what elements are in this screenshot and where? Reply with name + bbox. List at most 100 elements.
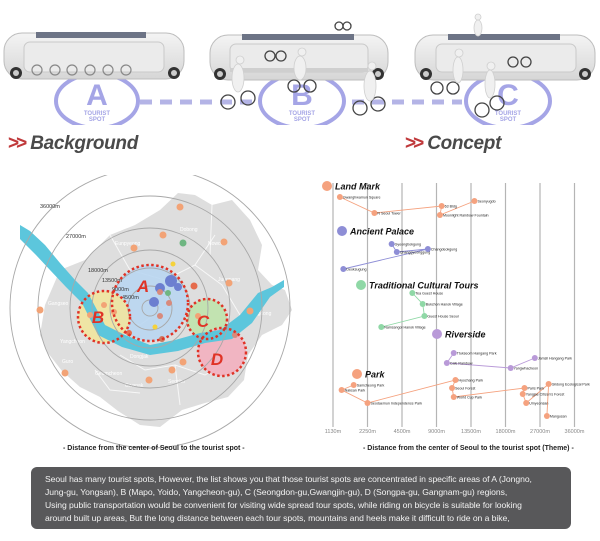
- category-title: Ancient Palace: [349, 227, 414, 237]
- zone-borders: [76, 263, 248, 378]
- data-point-label: N Seoul Tower: [377, 212, 401, 216]
- data-point: [336, 194, 343, 200]
- data-point-label: Gyeongbokgung: [395, 243, 421, 247]
- map-caption: - Distance from the center of Seoul to t…: [63, 445, 245, 452]
- data-point-label: Changdeokgung: [431, 248, 457, 252]
- x-tick-label: 2250m: [359, 429, 376, 435]
- data-point: [471, 198, 478, 204]
- data-point: [449, 385, 456, 391]
- x-tick-label: 13500m: [461, 429, 481, 435]
- data-point-label: Changgyeonggung: [400, 251, 430, 255]
- section-title-concept: >>Concept: [405, 133, 501, 155]
- category-marker: [432, 329, 442, 339]
- data-point: [350, 382, 357, 388]
- description-line: Using public transportation would be con…: [45, 500, 522, 510]
- section-title-text: Concept: [427, 133, 502, 154]
- data-point: [452, 377, 459, 383]
- tourist-spot-c: C TOURIST SPOT: [464, 72, 552, 125]
- description-line: Seoul has many tourist spots, However, t…: [45, 474, 532, 484]
- data-point: [388, 241, 395, 247]
- category-title: Riverside: [445, 330, 486, 340]
- hero-illustration: A TOURIST SPOT B TOURIST SPOT C TOURIST …: [3, 13, 596, 125]
- data-point-label: 63 Bldg: [445, 205, 457, 209]
- data-point-label: Seodaemun Independence Park: [371, 402, 423, 406]
- data-point-label: Seonyugdo: [477, 200, 495, 204]
- x-tick-label: 1130m: [325, 429, 342, 435]
- seoul-distance-map: DobongNowonEunpyeongJungnangGangseoYangc…: [9, 175, 292, 449]
- district-label: Eunpyeong: [115, 241, 141, 247]
- ring-label: 18000m: [88, 268, 108, 274]
- district-label: Gangseo: [48, 301, 69, 307]
- data-point: [393, 249, 400, 255]
- district-label: Dongjak: [130, 354, 149, 360]
- ring-label: 13500m: [102, 278, 122, 284]
- district-label: Yangcheon: [60, 339, 85, 345]
- cyclists: [220, 21, 532, 118]
- data-point-label: Tea Guest House: [415, 292, 443, 296]
- data-point-label: Umyeonsan: [529, 402, 548, 406]
- data-point: [364, 400, 371, 406]
- series-line: [381, 292, 425, 328]
- series-line: [446, 352, 535, 369]
- data-point-label: Namsangol Hanok Village: [384, 326, 425, 330]
- data-point: [371, 210, 378, 216]
- district-label: Nowon: [208, 241, 224, 247]
- data-point-label: Naksan Park: [345, 389, 366, 393]
- data-point-label: Gwanghwamun Square: [343, 196, 381, 200]
- tourist-spot-a: A TOURIST SPOT: [54, 72, 140, 125]
- han-river: [20, 225, 284, 355]
- chevron-icon: >>: [8, 133, 27, 154]
- category-marker: [356, 280, 366, 290]
- data-point-label: Yangwhacheon: [514, 367, 539, 371]
- district-label: Gwanak: [125, 383, 144, 389]
- category-marker: [337, 226, 347, 236]
- district-label: Geumcheon: [95, 371, 122, 377]
- tourist-dots: [36, 203, 254, 384]
- x-tick-label: 9000m: [428, 429, 445, 435]
- data-point: [340, 266, 347, 272]
- data-point-label: Hyochang Park: [458, 379, 483, 383]
- section-title-text: Background: [30, 133, 139, 154]
- data-point-label: Bukchon Hanok Village: [426, 303, 463, 307]
- x-tick-label: 36000m: [565, 429, 585, 435]
- data-point-label: Cafe Rainbow: [450, 362, 473, 366]
- ring-label: 36000m: [40, 204, 60, 210]
- bus-1: [3, 32, 185, 80]
- category-title: Park: [365, 370, 386, 380]
- data-point-label: Seoul Forest: [455, 387, 475, 391]
- series-ancient-palace: Ancient PalaceGyeongbokgungChanggyeonggu…: [337, 226, 457, 272]
- district-label: Gangdong: [248, 311, 272, 317]
- data-point-label: World Cup Park: [457, 396, 483, 400]
- spot-letter: B: [291, 79, 313, 112]
- chevron-icon: >>: [405, 133, 424, 154]
- series-line: [343, 243, 428, 270]
- data-point: [438, 203, 445, 209]
- spot-label: TOURIST: [289, 111, 316, 117]
- category-marker: [352, 369, 362, 379]
- section-title-background: >>Background: [8, 133, 138, 155]
- data-point-label: Samcheong Park: [357, 384, 385, 388]
- category-marker: [322, 181, 332, 191]
- spot-letter: A: [86, 79, 108, 112]
- data-point: [421, 313, 428, 319]
- x-tick-label: 4500m: [394, 429, 411, 435]
- spot-label: SPOT: [500, 117, 517, 123]
- zone-letter-c: C: [197, 312, 210, 331]
- description-line: Jung-gu, Yongsan), B (Mapo, Yoido, Yangc…: [45, 487, 508, 497]
- spot-label: TOURIST: [84, 111, 111, 117]
- ring-label: 27000m: [66, 234, 86, 240]
- data-point: [424, 246, 431, 252]
- data-point-label: Paris Park: [527, 387, 544, 391]
- data-point-label: Mangusan: [550, 415, 567, 419]
- spot-label: SPOT: [89, 117, 106, 123]
- data-point: [450, 350, 457, 356]
- data-point-label: Yangjae Citizen's Forest: [526, 393, 565, 397]
- chart-gridlines: [332, 183, 576, 427]
